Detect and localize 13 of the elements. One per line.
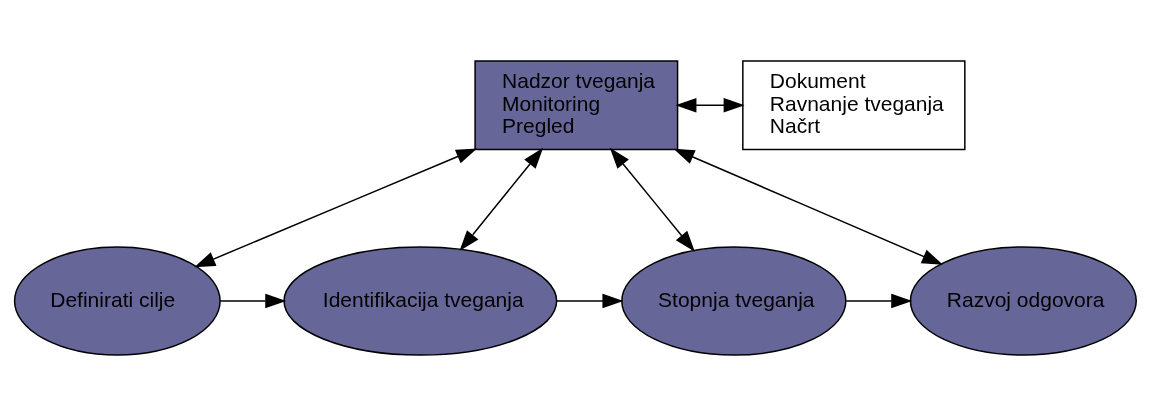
arrow <box>556 293 624 309</box>
node-ellipse: Identifikacija tveganja <box>283 246 558 356</box>
arrow <box>459 147 544 252</box>
arrow <box>673 148 943 265</box>
arrow <box>194 148 478 268</box>
node-box: Nadzor tveganja Monitoring Pregled <box>474 60 679 151</box>
node-box: Dokument Ravnanje tveganja Načrt <box>742 60 966 151</box>
arrow <box>675 97 745 113</box>
arrow <box>219 293 287 309</box>
arrow <box>845 293 913 309</box>
node-ellipse: Stopnja tveganja <box>621 246 847 356</box>
arrow <box>609 147 695 252</box>
node-ellipse: Definirati cilje <box>13 246 221 356</box>
